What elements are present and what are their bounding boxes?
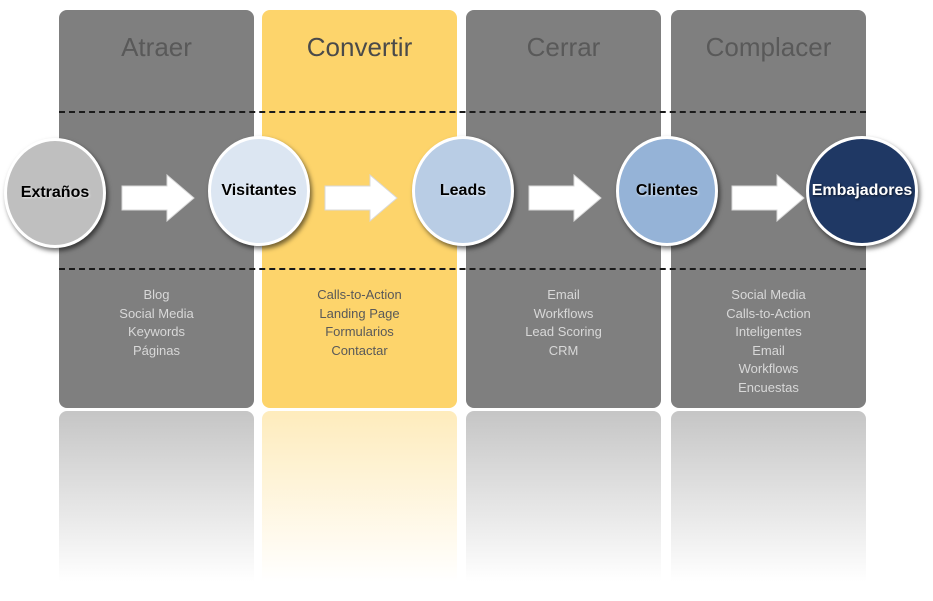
column-title: Cerrar — [526, 32, 601, 62]
list-item: Calls-to-Action — [317, 287, 402, 302]
column-reflection — [262, 411, 457, 591]
column-reflection — [59, 411, 254, 591]
list-item: Workflows — [738, 361, 799, 376]
list-item: Landing Page — [319, 305, 400, 321]
column-items: Calls-to-Action Landing Page Formularios… — [262, 286, 457, 360]
list-item: Lead Scoring — [525, 324, 602, 339]
stage-circle-visitantes: Visitantes — [208, 136, 310, 246]
column-items: Blog Social Media Keywords Páginas — [59, 286, 254, 360]
list-item: Email — [547, 287, 580, 302]
list-item: Keywords — [127, 324, 186, 339]
stage-circle-clientes: Clientes — [616, 136, 718, 246]
stage-circle-embajadores: Embajadores — [806, 136, 918, 246]
list-item: Páginas — [133, 342, 180, 358]
stage-label: Clientes — [635, 182, 699, 199]
column-reflection — [466, 411, 661, 591]
dashed-divider-top — [59, 111, 866, 113]
list-item: Inteligentes — [735, 324, 802, 339]
list-item: Workflows — [533, 305, 594, 321]
stage-label: Visitantes — [221, 182, 297, 199]
right-arrow-icon — [121, 174, 195, 222]
stage-label: Embajadores — [811, 182, 913, 199]
stage-label: Leads — [439, 182, 487, 199]
column-title: Atraer — [121, 32, 192, 62]
list-item: Calls-to-Action — [726, 305, 811, 321]
dashed-divider-bottom — [59, 268, 866, 270]
right-arrow-icon — [324, 174, 398, 222]
column-title: Convertir — [306, 32, 413, 62]
right-arrow-icon — [731, 174, 805, 222]
list-item: Social Media — [731, 287, 806, 302]
list-item: Email — [752, 342, 785, 358]
right-arrow-icon — [528, 174, 602, 222]
column-items: Social Media Calls-to-Action Inteligente… — [671, 286, 866, 397]
list-item: CRM — [548, 342, 579, 358]
stage-circle-extranos: Extraños — [4, 138, 106, 248]
list-item: Encuestas — [738, 379, 799, 395]
list-item: Social Media — [119, 305, 194, 321]
column-reflection — [671, 411, 866, 591]
stage-label: Extraños — [20, 184, 90, 201]
stage-circle-leads: Leads — [412, 136, 514, 246]
column-items: Email Workflows Lead Scoring CRM — [466, 286, 661, 360]
list-item: Contactar — [331, 342, 388, 358]
column-title: Complacer — [705, 32, 832, 62]
list-item: Formularios — [325, 324, 394, 339]
list-item: Blog — [143, 287, 170, 302]
